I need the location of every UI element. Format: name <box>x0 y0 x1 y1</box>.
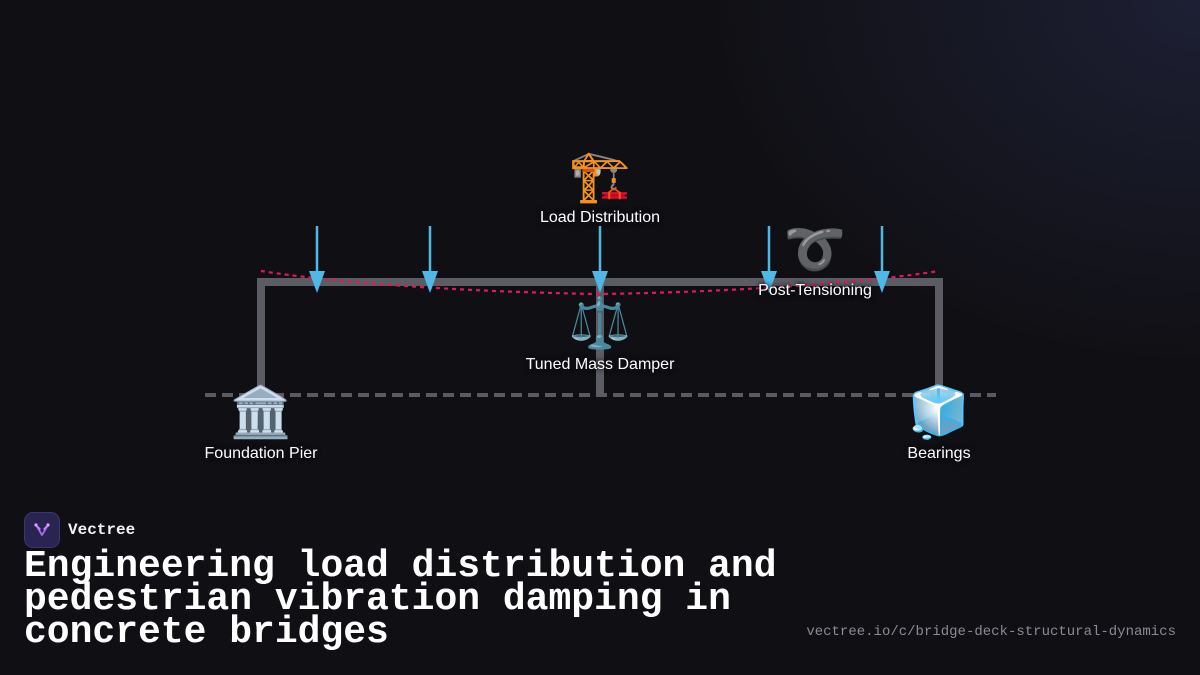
node-label: Tuned Mass Damper <box>525 356 675 373</box>
ice-cube-icon: 🧊 <box>907 384 971 440</box>
node-bearings: 🧊 Bearings <box>907 383 970 463</box>
load-arrow <box>761 226 777 293</box>
node-label: Post-Tensioning <box>758 282 872 299</box>
node-label: Bearings <box>907 445 971 462</box>
load-arrow <box>874 226 890 293</box>
vectree-logo-icon <box>24 512 60 548</box>
load-arrow <box>422 226 438 293</box>
node-label: Foundation Pier <box>204 445 318 462</box>
node-load-distribution: 🏗️ Load Distribution <box>540 147 660 227</box>
node-post-tensioning: ➰ Post-Tensioning <box>758 220 872 300</box>
load-arrows <box>309 226 890 293</box>
node-label: Load Distribution <box>539 209 661 226</box>
load-arrow <box>309 226 325 293</box>
node-tuned-mass-damper: ⚖️ Tuned Mass Damper <box>526 294 675 374</box>
load-arrow <box>592 226 608 293</box>
node-foundation-pier: 🏛️ Foundation Pier <box>205 383 318 463</box>
page-title: Engineering load distribution and pedest… <box>24 545 777 654</box>
brand-name: Vectree <box>68 521 136 539</box>
source-url[interactable]: vectree.io/c/bridge-deck-structural-dyna… <box>806 624 1176 640</box>
classical-building-icon: 🏛️ <box>229 384 293 440</box>
crane-icon: 🏗️ <box>568 148 632 204</box>
deflection-curve <box>260 269 940 296</box>
loop-icon: ➰ <box>783 221 847 277</box>
brand[interactable]: Vectree <box>24 512 135 548</box>
balance-scale-icon: ⚖️ <box>568 295 632 351</box>
